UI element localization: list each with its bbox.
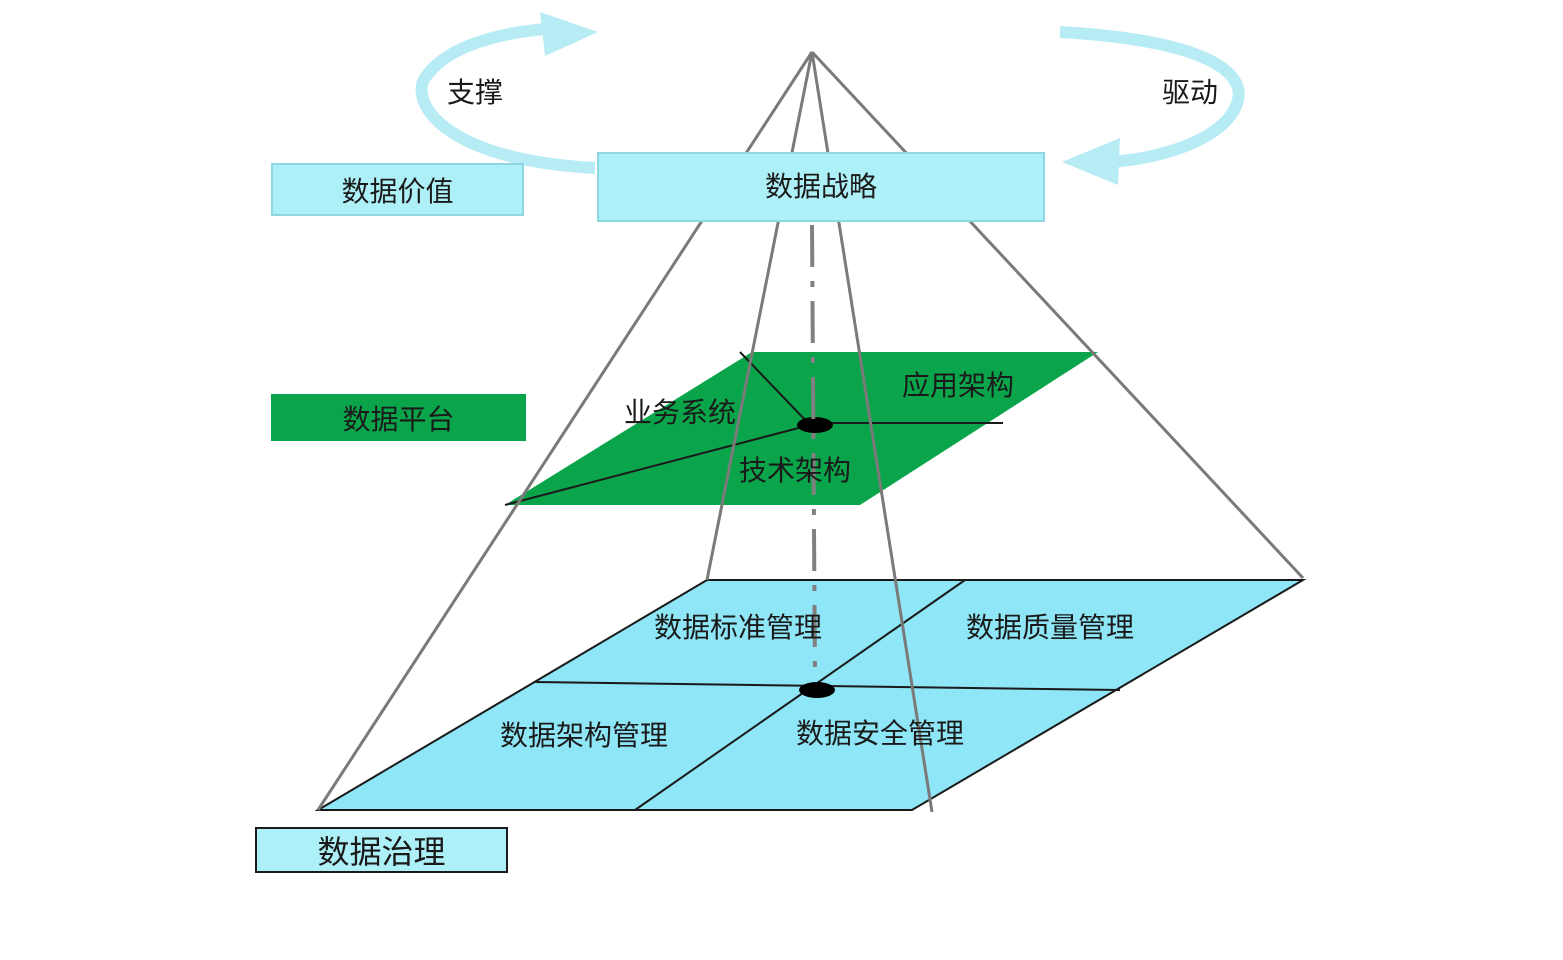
platform-axis-business	[739, 351, 811, 426]
governance-center-node	[799, 682, 835, 698]
pyramid-edge-right	[810, 50, 1305, 580]
data-platform-label: 数据平台	[342, 402, 455, 436]
platform-axis-technology	[504, 424, 811, 506]
drive-label: 驱动	[1162, 76, 1218, 109]
technology-architecture-label: 技术架构	[739, 454, 851, 487]
support-label: 支撑	[447, 76, 503, 109]
strategy-box	[597, 152, 1045, 222]
data-governance-box: 数据治理	[255, 827, 508, 873]
data-value-box: 数据价值	[271, 163, 524, 216]
support-arrow-head-icon	[540, 12, 598, 56]
platform-center-node	[797, 417, 833, 433]
support-cycle-arc	[415, 22, 596, 174]
data-value-label: 数据价值	[341, 174, 454, 208]
pyramid-edge-back	[705, 51, 814, 581]
strategy-label: 数据战略	[765, 170, 877, 203]
architecture-management-label: 数据架构管理	[500, 719, 668, 752]
drive-cycle-arc	[1059, 26, 1245, 168]
drive-arrow-head-icon	[1062, 138, 1120, 185]
quality-management-label: 数据质量管理	[966, 611, 1134, 644]
standards-management-label: 数据标准管理	[654, 611, 822, 644]
governance-divider-a	[634, 579, 966, 811]
data-governance-label: 数据治理	[317, 833, 446, 871]
application-architecture-label: 应用架构	[902, 369, 1014, 402]
data-platform-box: 数据平台	[271, 394, 526, 441]
security-management-label: 数据安全管理	[796, 717, 964, 750]
business-system-label: 业务系统	[624, 396, 736, 429]
